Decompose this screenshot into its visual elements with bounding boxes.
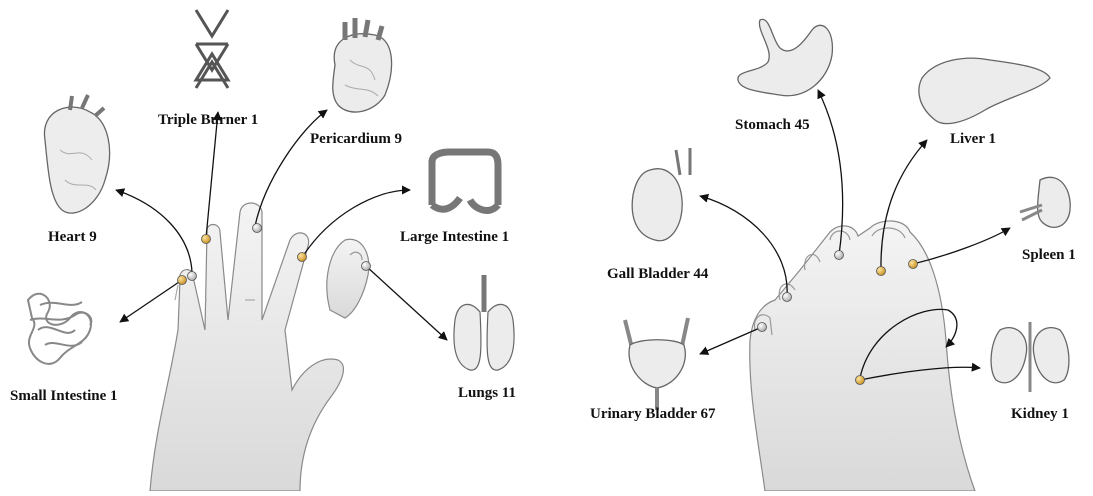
large-intestine-icon (432, 152, 498, 210)
label-kidney: Kidney 1 (1011, 406, 1069, 423)
yin-point (909, 260, 918, 269)
small-intestine-icon (28, 294, 91, 364)
label-liver: Liver 1 (950, 131, 996, 148)
label-small-intestine: Small Intestine 1 (10, 388, 118, 405)
label-large-intestine: Large Intestine 1 (400, 229, 509, 246)
spleen-icon (1020, 177, 1070, 227)
arrow-small-intestine (120, 280, 182, 322)
stomach-icon (738, 19, 833, 95)
yang-point (362, 262, 371, 271)
gall-bladder-icon (632, 148, 690, 241)
triple-burner-icon (196, 10, 228, 88)
yin-point (178, 276, 187, 285)
yang-point (835, 251, 844, 260)
arrow-heart (116, 190, 192, 272)
yang-point (783, 293, 792, 302)
arrow-triple-burner (206, 112, 218, 238)
arrow-gall-bladder (700, 196, 787, 296)
yin-point (877, 267, 886, 276)
kidney-icon (991, 322, 1069, 392)
hand-illustration (150, 203, 369, 491)
label-gall-bladder: Gall Bladder 44 (607, 266, 708, 283)
label-pericardium: Pericardium 9 (310, 131, 402, 148)
heart-icon (44, 95, 109, 213)
label-triple-burner: Triple Burner 1 (158, 112, 258, 129)
yang-point (758, 323, 767, 332)
label-lungs: Lungs 11 (458, 385, 516, 402)
label-spleen: Spleen 1 (1022, 247, 1076, 264)
yang-point (188, 272, 197, 281)
label-urinary-bladder: Urinary Bladder 67 (590, 406, 716, 423)
yin-point (856, 376, 865, 385)
liver-icon (919, 58, 1050, 123)
lungs-icon (454, 275, 514, 370)
urinary-bladder-icon (625, 318, 688, 410)
pericardium-icon (333, 18, 392, 112)
yin-point (202, 235, 211, 244)
label-stomach: Stomach 45 (735, 117, 810, 134)
label-heart: Heart 9 (48, 229, 97, 246)
yang-point (253, 224, 262, 233)
arrow-lungs (366, 266, 447, 340)
arrow-pericardium (255, 110, 327, 226)
yin-point (298, 253, 307, 262)
foot-illustration (750, 221, 975, 491)
